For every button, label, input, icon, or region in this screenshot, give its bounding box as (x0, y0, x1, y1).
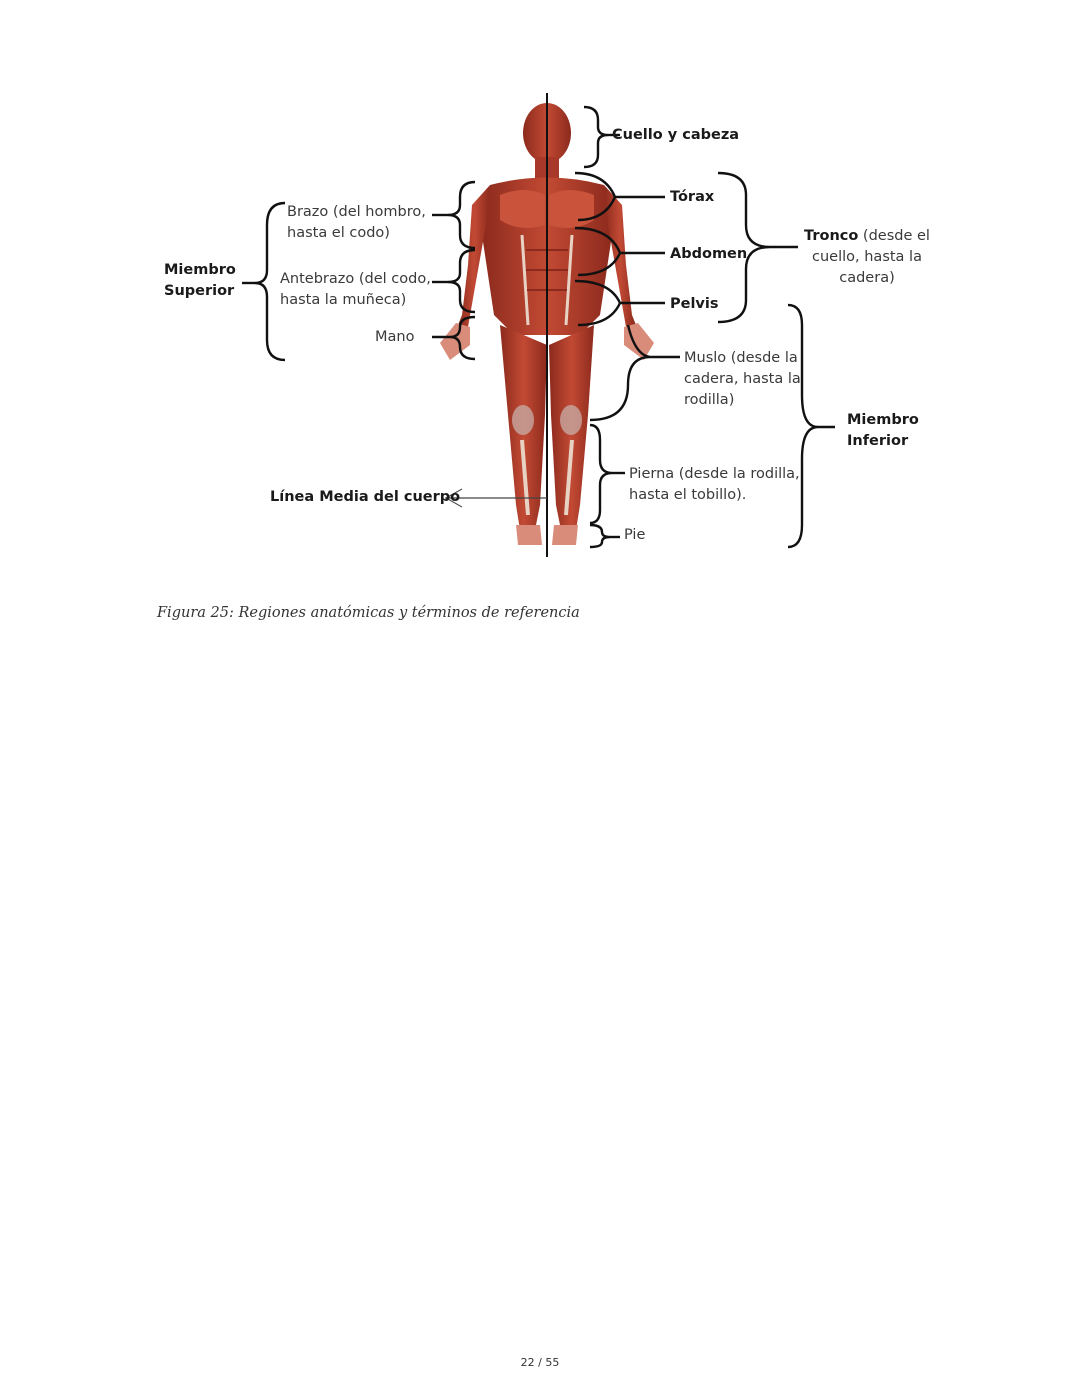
label-muslo: Muslo (desde la cadera, hasta la rodilla… (684, 348, 801, 411)
label-line: Miembro (847, 412, 919, 428)
label-miembro-inferior: Miembro Inferior (847, 410, 919, 452)
label-linea-media: Línea Media del cuerpo (270, 489, 461, 505)
label-mano: Mano (375, 329, 415, 345)
label-brazo: Brazo (del hombro, hasta el codo) (287, 202, 426, 244)
label-tronco: Tronco (desde el cuello, hasta la cadera… (802, 226, 932, 289)
label-line: Antebrazo (del codo, (280, 271, 431, 287)
label-abdomen: Abdomen (670, 246, 748, 262)
label-miembro-superior: Miembro Superior (164, 260, 236, 302)
label-antebrazo: Antebrazo (del codo, hasta la muñeca) (280, 269, 431, 311)
label-line: hasta el codo) (287, 225, 390, 241)
label-cuello-cabeza: Cuello y cabeza (612, 127, 740, 143)
label-line: cadera, hasta la (684, 371, 801, 387)
tronco-desc: (desde el (858, 228, 930, 244)
label-torax: Tórax (670, 189, 715, 205)
anatomy-figure: Miembro Superior Brazo (del hombro, hast… (150, 85, 940, 565)
label-line: rodilla) (684, 392, 735, 408)
label-line: Miembro (164, 262, 236, 278)
label-pierna: Pierna (desde la rodilla, hasta el tobil… (629, 464, 800, 506)
label-line: Brazo (del hombro, (287, 204, 426, 220)
label-pelvis: Pelvis (670, 296, 719, 312)
muscular-body-illustration (242, 93, 835, 557)
label-line: Muslo (desde la (684, 350, 798, 366)
label-line: Inferior (847, 433, 909, 449)
label-line: cadera) (839, 270, 895, 286)
label-pie: Pie (624, 527, 646, 543)
tronco-title: Tronco (804, 228, 859, 244)
label-line: Superior (164, 283, 235, 299)
label-line: Tronco (desde el (802, 226, 932, 247)
label-line: Pierna (desde la rodilla, (629, 466, 800, 482)
figure-caption: Figura 25: Regiones anatómicas y término… (157, 605, 580, 621)
label-line: hasta el tobillo). (629, 487, 747, 503)
page-number: 22 / 55 (520, 1356, 560, 1369)
label-line: hasta la muñeca) (280, 292, 407, 308)
label-line: cuello, hasta la (812, 249, 922, 265)
